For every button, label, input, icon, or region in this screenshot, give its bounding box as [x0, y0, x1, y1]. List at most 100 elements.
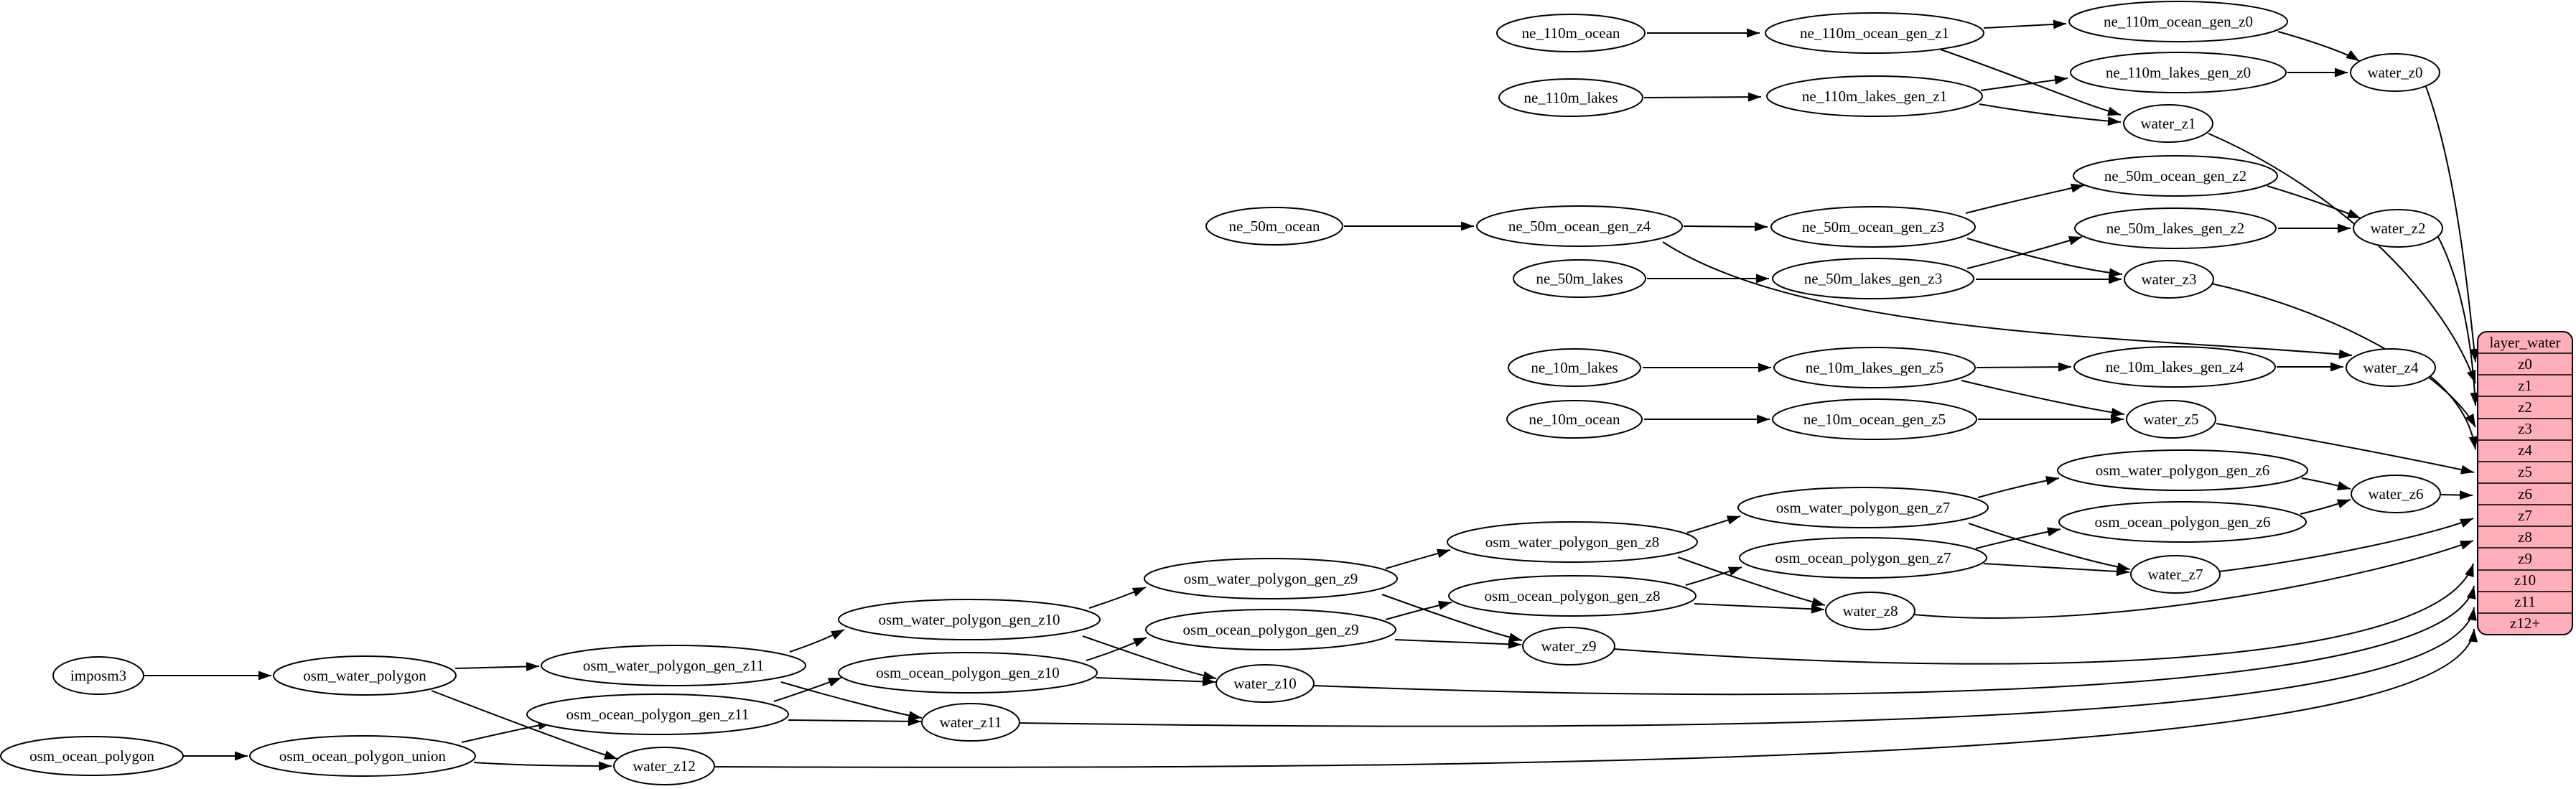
- node-label-ne_10m_ocean: ne_10m_ocean: [1529, 411, 1620, 428]
- edge-osm_water_polygon_gen_z9-to-water_z9: [1381, 594, 1523, 641]
- layer-water-row-z10: z10: [2478, 569, 2572, 591]
- node-ellipse-imposm3: [52, 656, 144, 695]
- node-ellipse-ne_50m_ocean_gen_z3: [1770, 206, 1976, 248]
- arrowhead-water_z8-to-layer_water.z8: [2459, 541, 2473, 550]
- arrowhead-ne_110m_lakes_gen_z0-to-water_z0: [2335, 67, 2348, 78]
- node-water_z11: water_z11: [921, 703, 1020, 742]
- node-osm_ocean_polygon_gen_z9: osm_ocean_polygon_gen_z9: [1145, 609, 1396, 650]
- edge-osm_ocean_polygon_gen_z10-to-water_z10: [1095, 677, 1216, 683]
- node-ellipse-ne_50m_ocean_gen_z2: [2073, 155, 2278, 197]
- arrowhead-water_z0-to-layer_water.z0: [2469, 348, 2479, 362]
- node-ellipse-water_z8: [1825, 592, 1915, 630]
- node-osm_water_polygon_gen_z7: osm_water_polygon_gen_z7: [1737, 487, 1989, 528]
- node-label-water_z9: water_z9: [1541, 638, 1597, 655]
- node-osm_ocean_polygon: osm_ocean_polygon: [0, 736, 184, 776]
- node-label-ne_110m_lakes_gen_z0: ne_110m_lakes_gen_z0: [2106, 64, 2251, 81]
- node-ellipse-ne_50m_lakes_gen_z3: [1772, 258, 1974, 299]
- node-ellipse-water_z6: [2351, 475, 2441, 513]
- node-osm_ocean_polygon_gen_z8: osm_ocean_polygon_gen_z8: [1448, 575, 1697, 617]
- layer-water-row-z0: z0: [2478, 353, 2572, 374]
- node-ellipse-osm_water_polygon_gen_z7: [1737, 487, 1989, 528]
- node-ellipse-ne_110m_lakes_gen_z0: [2070, 52, 2287, 93]
- arrowhead-water_z7-to-layer_water.z7: [2459, 518, 2473, 528]
- node-osm_water_polygon_gen_z8: osm_water_polygon_gen_z8: [1447, 521, 1698, 563]
- edge-osm_ocean_polygon_gen_z11-to-water_z11: [788, 719, 922, 722]
- edge-ne_10m_lakes_gen_z5-to-ne_10m_lakes_gen_z4: [1976, 366, 2072, 368]
- node-water_z1: water_z1: [2123, 104, 2213, 143]
- layer-water-row-z3: z3: [2478, 417, 2572, 439]
- node-ellipse-osm_water_polygon_gen_z8: [1447, 521, 1698, 563]
- arrowhead-ne_10m_ocean-to-ne_10m_ocean_gen_z5: [1757, 414, 1770, 424]
- node-label-ne_10m_lakes_gen_z5: ne_10m_lakes_gen_z5: [1806, 359, 1943, 376]
- node-osm_water_polygon_gen_z10: osm_water_polygon_gen_z10: [838, 599, 1101, 640]
- arrowhead-osm_water_polygon_gen_z6-to-water_z6: [2336, 481, 2351, 490]
- edge-osm_ocean_polygon_gen_z7-to-osm_ocean_polygon_gen_z6: [1975, 528, 2061, 549]
- arrowhead-ne_110m_lakes-to-ne_110m_lakes_gen_z1: [1747, 92, 1761, 102]
- node-ne_110m_ocean_gen_z1: ne_110m_ocean_gen_z1: [1765, 12, 1984, 54]
- node-ellipse-osm_ocean_polygon_gen_z7: [1739, 537, 1987, 579]
- node-water_z3: water_z3: [2124, 260, 2214, 299]
- node-label-osm_ocean_polygon: osm_ocean_polygon: [29, 747, 154, 765]
- node-ellipse-ne_50m_lakes_gen_z2: [2074, 207, 2277, 249]
- arrowhead-osm_water_polygon_gen_z8-to-water_z8: [1811, 597, 1825, 607]
- node-ne_50m_ocean_gen_z4: ne_50m_ocean_gen_z4: [1476, 205, 1683, 247]
- node-label-osm_ocean_polygon_gen_z9: osm_ocean_polygon_gen_z9: [1183, 621, 1359, 638]
- node-ne_10m_ocean: ne_10m_ocean: [1506, 400, 1643, 439]
- arrowhead-ne_50m_ocean_gen_z4-to-ne_50m_ocean_gen_z3: [1754, 222, 1768, 232]
- node-ellipse-ne_50m_ocean: [1205, 207, 1343, 246]
- edge-ne_110m_lakes_gen_z1-to-water_z1: [1979, 103, 2122, 123]
- node-label-osm_water_polygon_gen_z8: osm_water_polygon_gen_z8: [1485, 533, 1660, 551]
- arrowhead-imposm3-to-osm_water_polygon: [258, 671, 271, 681]
- arrowhead-osm_ocean_polygon_gen_z7-to-water_z7: [2116, 566, 2129, 576]
- node-ellipse-osm_water_polygon_gen_z11: [541, 645, 806, 686]
- node-label-ne_50m_lakes_gen_z2: ne_50m_lakes_gen_z2: [2106, 220, 2244, 237]
- node-label-osm_ocean_polygon_gen_z10: osm_ocean_polygon_gen_z10: [876, 664, 1059, 681]
- arrowhead-water_z12-to-layer_water.z12+: [2468, 629, 2478, 643]
- edge-ne_50m_ocean_gen_z3-to-ne_50m_ocean_gen_z2: [1965, 185, 2085, 214]
- edge-water_z3-to-layer_water.z3: [2211, 283, 2476, 428]
- node-label-water_z5: water_z5: [2144, 411, 2199, 428]
- node-label-water_z8: water_z8: [1843, 602, 1898, 620]
- node-ellipse-ne_10m_ocean_gen_z5: [1772, 398, 1977, 440]
- node-label-water_z0: water_z0: [2368, 64, 2423, 81]
- edge-water_z5-to-layer_water.z5: [2216, 423, 2475, 473]
- arrowhead-water_z4-to-layer_water.z4: [2468, 436, 2478, 449]
- arrowhead-ne_50m_ocean_gen_z4-to-water_z4: [2338, 349, 2352, 359]
- edge-water_z9-to-layer_water.z9: [1613, 563, 2474, 665]
- node-ne_110m_ocean: ne_110m_ocean: [1496, 14, 1646, 52]
- layer-water-row-z8: z8: [2478, 526, 2572, 547]
- edge-water_z10-to-layer_water.z10: [1312, 585, 2475, 696]
- node-ne_50m_ocean_gen_z3: ne_50m_ocean_gen_z3: [1770, 206, 1976, 248]
- node-label-ne_110m_ocean_gen_z1: ne_110m_ocean_gen_z1: [1800, 24, 1949, 42]
- node-label-osm_ocean_polygon_gen_z8: osm_ocean_polygon_gen_z8: [1485, 587, 1661, 604]
- node-label-osm_ocean_polygon_gen_z6: osm_ocean_polygon_gen_z6: [2095, 513, 2271, 531]
- node-label-imposm3: imposm3: [70, 667, 126, 684]
- node-osm_water_polygon_gen_z9: osm_water_polygon_gen_z9: [1144, 558, 1398, 599]
- node-water_z12: water_z12: [613, 747, 715, 785]
- arrowhead-osm_ocean_polygon_gen_z8-to-osm_ocean_polygon_gen_z7: [1727, 566, 1742, 576]
- node-label-water_z2: water_z2: [2371, 220, 2426, 237]
- node-ellipse-osm_ocean_polygon_gen_z10: [838, 652, 1098, 694]
- node-ellipse-ne_50m_ocean_gen_z4: [1476, 205, 1683, 247]
- node-osm_ocean_polygon_gen_z6: osm_ocean_polygon_gen_z6: [2058, 501, 2307, 543]
- node-ellipse-osm_water_polygon_gen_z10: [838, 599, 1101, 640]
- arrowhead-ne_110m_ocean-to-ne_110m_ocean_gen_z1: [1747, 28, 1760, 38]
- arrowhead-ne_50m_lakes_gen_z3-to-ne_50m_lakes_gen_z2: [2068, 235, 2082, 246]
- node-ne_50m_lakes: ne_50m_lakes: [1513, 259, 1646, 298]
- layer-water-row-z9: z9: [2478, 547, 2572, 569]
- node-ellipse-osm_ocean_polygon_gen_z6: [2058, 501, 2307, 543]
- node-water_z4: water_z4: [2346, 348, 2436, 387]
- node-label-ne_50m_ocean: ne_50m_ocean: [1228, 218, 1320, 235]
- layer-water-row-z6: z6: [2478, 482, 2572, 504]
- node-label-water_z1: water_z1: [2141, 115, 2196, 132]
- node-ne_10m_lakes_gen_z4: ne_10m_lakes_gen_z4: [2073, 346, 2276, 388]
- arrowhead-ne_10m_lakes_gen_z5-to-water_z5: [2111, 408, 2124, 417]
- node-ellipse-ne_110m_ocean: [1496, 14, 1646, 52]
- node-label-osm_water_polygon_gen_z6: osm_water_polygon_gen_z6: [2096, 462, 2270, 479]
- node-label-ne_50m_ocean_gen_z4: ne_50m_ocean_gen_z4: [1508, 218, 1651, 235]
- layer-water-row-z5: z5: [2478, 460, 2572, 482]
- edge-osm_water_polygon_gen_z8-to-water_z8: [1677, 556, 1826, 606]
- arrowhead-osm_ocean_polygon_gen_z9-to-water_z9: [1508, 639, 1521, 649]
- node-osm_ocean_polygon_union: osm_ocean_polygon_union: [249, 735, 476, 777]
